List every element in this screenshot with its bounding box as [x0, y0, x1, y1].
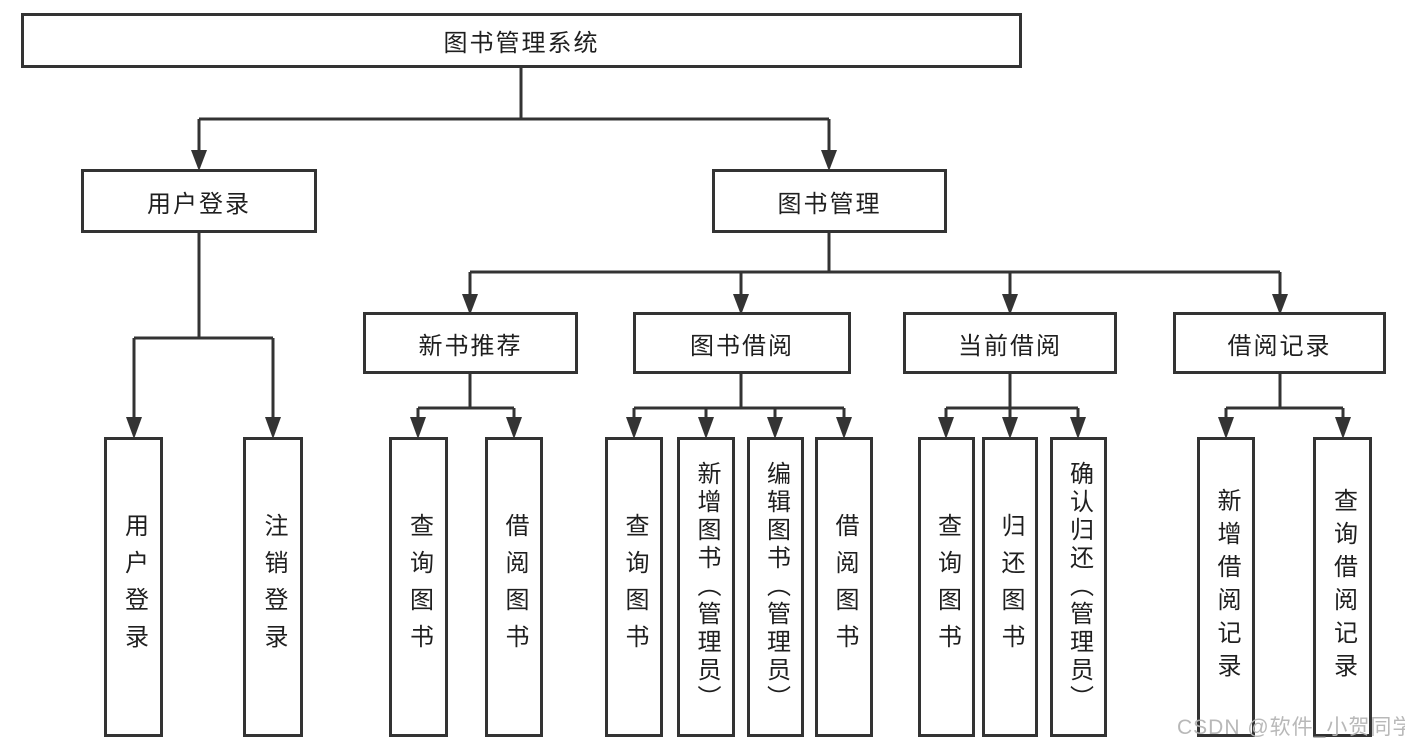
leaf-query-books-newbook-label: 查询图书 — [405, 513, 433, 661]
leaf-borrow-books-newbook: 借阅图书 — [485, 437, 543, 737]
leaf-return-books: 归还图书 — [982, 437, 1038, 737]
connector-borrow-to-leaves — [626, 374, 852, 439]
leaf-confirm-return-admin-label: 确认归还（管理员） — [1065, 461, 1093, 713]
node-library-system-label: 图书管理系统 — [443, 30, 600, 57]
leaf-confirm-return-admin: 确认归还（管理员） — [1050, 437, 1107, 737]
leaf-query-books-current: 查询图书 — [918, 437, 975, 737]
node-user-login: 用户登录 — [81, 169, 317, 233]
leaf-edit-books-admin: 编辑图书（管理员） — [747, 437, 804, 737]
connector-newbook-to-leaves — [410, 373, 522, 439]
leaf-add-books-admin-label: 新增图书（管理员） — [693, 461, 720, 713]
node-new-book-recommendation-label: 新书推荐 — [418, 332, 523, 360]
node-book-borrowing-label: 图书借阅 — [690, 332, 794, 360]
leaf-logout: 注销登录 — [243, 437, 303, 737]
connector-bookmgmt-to-level2 — [462, 233, 1288, 315]
watermark-text: CSDN @软件_小贺同学 — [1177, 716, 1405, 739]
node-book-management: 图书管理 — [712, 169, 947, 233]
leaf-query-borrow-record: 查询借阅记录 — [1313, 437, 1372, 737]
leaf-borrow-books-borrow: 借阅图书 — [815, 437, 873, 737]
node-borrowing-records: 借阅记录 — [1173, 312, 1386, 374]
leaf-user-login: 用户登录 — [104, 437, 163, 737]
leaf-add-borrow-record-label: 新增借阅记录 — [1213, 488, 1240, 686]
leaf-logout-label: 注销登录 — [260, 513, 287, 661]
leaf-borrow-books-newbook-label: 借阅图书 — [501, 513, 528, 661]
node-current-borrowing: 当前借阅 — [903, 312, 1117, 374]
node-current-borrowing-label: 当前借阅 — [958, 332, 1062, 360]
node-library-system: 图书管理系统 — [21, 13, 1022, 68]
leaf-query-books-borrow: 查询图书 — [605, 437, 663, 737]
leaf-edit-books-admin-label: 编辑图书（管理员） — [762, 461, 790, 713]
leaf-borrow-books-borrow-label: 借阅图书 — [831, 513, 858, 661]
connector-records-to-leaves — [1218, 374, 1351, 439]
leaf-query-books-current-label: 查询图书 — [933, 513, 961, 661]
leaf-query-books-newbook: 查询图书 — [389, 437, 448, 737]
connector-root-to-level1 — [191, 68, 837, 171]
node-user-login-label: 用户登录 — [147, 190, 251, 218]
connector-current-to-leaves — [938, 374, 1086, 439]
node-book-management-label: 图书管理 — [777, 190, 882, 218]
leaf-query-borrow-record-label: 查询借阅记录 — [1329, 488, 1357, 686]
node-new-book-recommendation: 新书推荐 — [363, 312, 578, 374]
connector-userlogin-to-leaves — [126, 233, 281, 439]
node-borrowing-records-label: 借阅记录 — [1227, 332, 1332, 360]
leaf-add-borrow-record: 新增借阅记录 — [1197, 437, 1255, 737]
leaf-return-books-label: 归还图书 — [997, 513, 1024, 661]
leaf-query-books-borrow-label: 查询图书 — [621, 513, 648, 661]
node-book-borrowing: 图书借阅 — [633, 312, 851, 374]
leaf-add-books-admin: 新增图书（管理员） — [677, 437, 735, 737]
leaf-user-login-label: 用户登录 — [120, 513, 148, 661]
